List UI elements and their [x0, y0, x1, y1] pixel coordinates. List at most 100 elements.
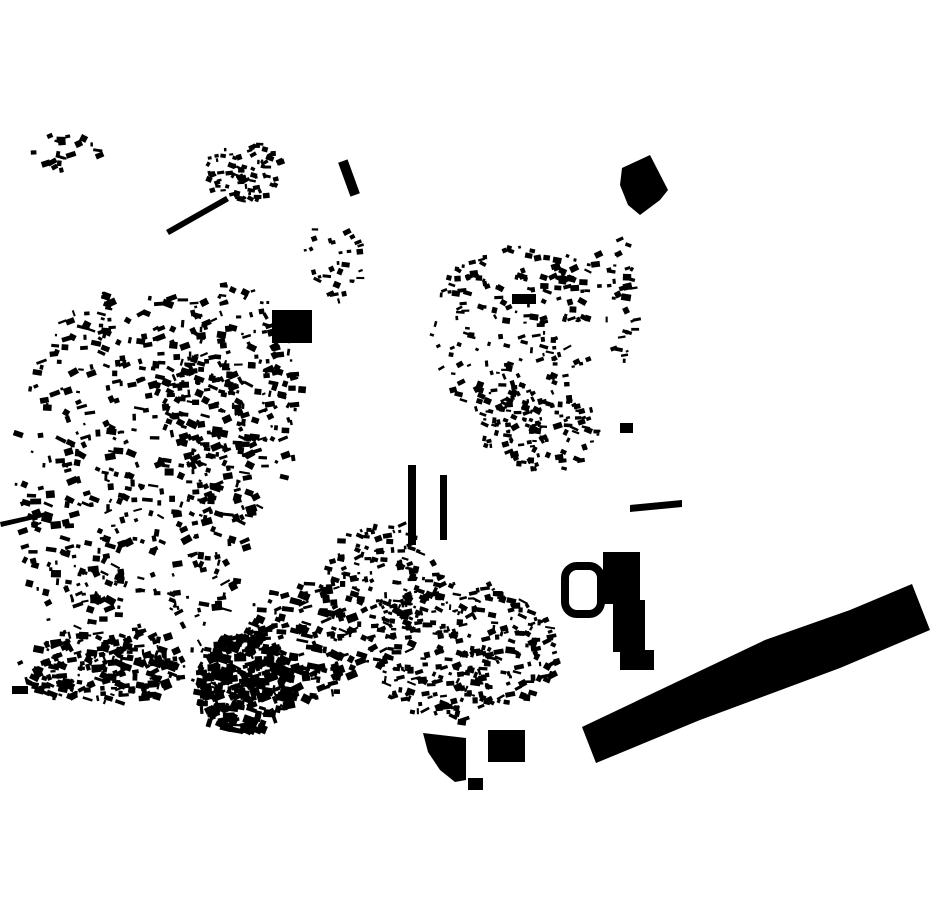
- building: [173, 396, 182, 404]
- building: [244, 183, 248, 189]
- building: [630, 319, 634, 323]
- building: [632, 317, 642, 322]
- building: [197, 420, 206, 428]
- building: [145, 691, 156, 698]
- building: [253, 194, 262, 200]
- building: [336, 260, 340, 265]
- building: [77, 673, 81, 677]
- building: [64, 415, 72, 424]
- building: [176, 471, 186, 481]
- building: [186, 595, 190, 599]
- building: [46, 561, 52, 568]
- building: [493, 314, 498, 320]
- building: [136, 309, 147, 318]
- building: [102, 575, 105, 580]
- building: [135, 628, 147, 637]
- building: [484, 360, 489, 367]
- building: [165, 293, 178, 303]
- building: [412, 575, 418, 581]
- building: [399, 559, 403, 564]
- building: [453, 682, 464, 691]
- building: [505, 627, 509, 634]
- building: [118, 671, 127, 678]
- building: [222, 592, 226, 598]
- building: [196, 699, 201, 706]
- building: [37, 432, 44, 439]
- building: [332, 280, 342, 289]
- building: [131, 627, 138, 632]
- building: [42, 462, 46, 468]
- building: [198, 601, 210, 608]
- building: [93, 658, 99, 663]
- building: [221, 558, 231, 567]
- building: [291, 653, 299, 661]
- building: [71, 679, 75, 684]
- building: [139, 376, 146, 382]
- building: [484, 651, 495, 659]
- building: [548, 272, 559, 281]
- building: [502, 433, 512, 438]
- building: [33, 666, 40, 671]
- building: [249, 151, 257, 158]
- building: [333, 667, 344, 678]
- building: [387, 598, 392, 604]
- building: [60, 643, 70, 652]
- building: [617, 335, 626, 339]
- building: [172, 656, 178, 662]
- building: [46, 132, 54, 140]
- building: [535, 356, 545, 363]
- building: [56, 160, 62, 167]
- building: [563, 418, 569, 423]
- building: [252, 184, 261, 191]
- building: [437, 630, 443, 635]
- building: [149, 571, 156, 578]
- building: [461, 264, 465, 269]
- building: [187, 551, 199, 558]
- building: [150, 366, 156, 371]
- building: [419, 609, 424, 616]
- building: [169, 429, 175, 438]
- building: [382, 532, 393, 539]
- building: [383, 675, 387, 683]
- building: [149, 436, 160, 440]
- building: [79, 661, 85, 666]
- building: [205, 467, 212, 474]
- building: [106, 504, 110, 512]
- building: [491, 417, 497, 424]
- building: [445, 274, 452, 281]
- building: [386, 538, 394, 545]
- building: [471, 613, 477, 621]
- building: [104, 508, 113, 515]
- building: [505, 409, 512, 412]
- building: [141, 497, 153, 503]
- building: [134, 461, 140, 469]
- building: [243, 293, 249, 301]
- building: [496, 405, 506, 413]
- building: [360, 634, 368, 642]
- building: [361, 577, 367, 582]
- building: [477, 304, 487, 309]
- building: [43, 501, 54, 508]
- building: [168, 597, 176, 604]
- stadium-stand-south: [613, 600, 645, 652]
- building: [468, 332, 475, 338]
- building: [56, 359, 62, 365]
- building: [72, 601, 84, 609]
- building: [498, 333, 504, 340]
- building: [17, 527, 29, 536]
- building: [254, 614, 266, 625]
- building: [572, 358, 581, 366]
- building: [416, 708, 420, 715]
- building: [89, 364, 94, 370]
- building: [511, 624, 519, 631]
- building: [322, 646, 327, 654]
- building: [41, 588, 50, 597]
- building: [524, 680, 535, 683]
- building: [82, 696, 93, 702]
- building: [112, 370, 118, 377]
- building: [215, 184, 221, 188]
- building: [103, 660, 111, 663]
- building: [193, 353, 199, 358]
- building: [162, 397, 169, 405]
